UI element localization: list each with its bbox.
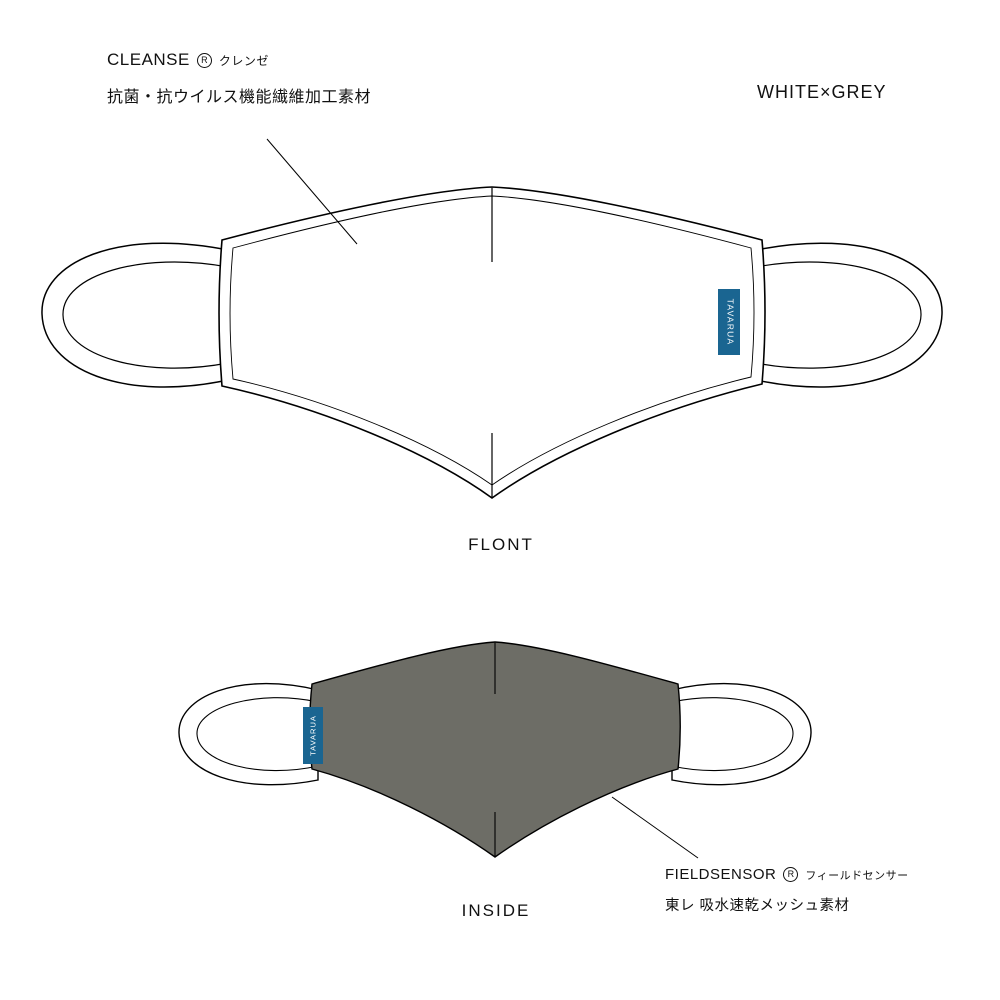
inside-mask-group: TAVARUA bbox=[178, 641, 812, 859]
inside-ear-loop-left-inner-icon bbox=[196, 697, 319, 772]
inside-brand-tag-label: TAVARUA bbox=[308, 715, 317, 756]
inside-ear-loop-right-inner-icon bbox=[671, 697, 794, 772]
inside-view-label: INSIDE bbox=[461, 901, 531, 920]
inside-mask-body bbox=[309, 641, 681, 858]
colorway-label: WHITE×GREY bbox=[757, 82, 887, 102]
front-annotation-line bbox=[266, 138, 358, 245]
front-ear-loop-left-inner-icon bbox=[62, 261, 229, 369]
inside-brand-tag bbox=[303, 707, 323, 764]
front-stitch-line bbox=[229, 195, 755, 486]
front-brand-tag bbox=[718, 289, 740, 355]
front-mask-group: TAVARUA bbox=[41, 138, 943, 499]
inside-material-annotation: FIELDSENSOR R フィールドセンサー 東レ 吸水速乾メッシュ素材 bbox=[665, 866, 909, 915]
front-brand-tag-label: TAVARUA bbox=[725, 299, 735, 346]
inside-material-description: 東レ 吸水速乾メッシュ素材 bbox=[665, 898, 850, 914]
inside-material-brand: FIELDSENSOR bbox=[665, 866, 777, 883]
front-mask-body bbox=[218, 186, 766, 499]
front-material-annotation: CLEANSE R クレンゼ 抗菌・抗ウイルス機能繊維加工素材 bbox=[107, 50, 371, 107]
inside-material-kana: フィールドセンサー bbox=[805, 869, 909, 882]
registered-mark-icon: R bbox=[196, 52, 212, 68]
registered-mark-icon: R bbox=[783, 867, 799, 882]
front-material-brand: CLEANSE bbox=[107, 50, 190, 69]
front-material-kana: クレンゼ bbox=[218, 53, 269, 68]
front-view-label: FLONT bbox=[468, 535, 534, 554]
front-ear-loop-right-inner-icon bbox=[755, 261, 922, 369]
front-material-description: 抗菌・抗ウイルス機能繊維加工素材 bbox=[107, 89, 372, 106]
inside-annotation-line bbox=[611, 796, 699, 859]
